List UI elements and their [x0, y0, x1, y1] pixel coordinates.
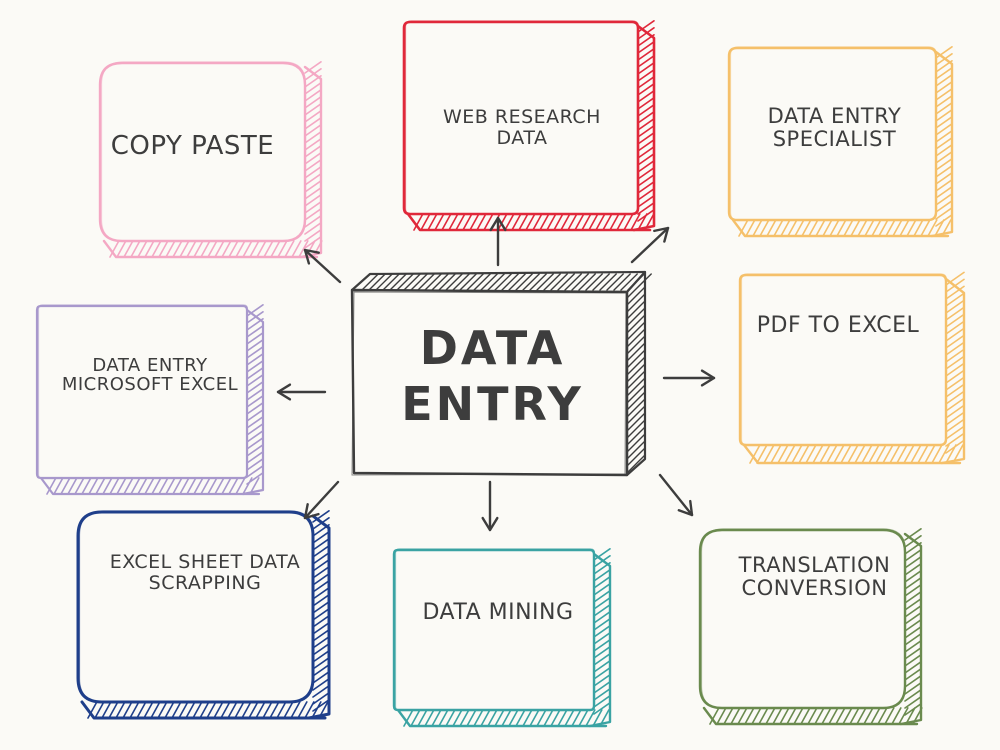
web-research-label-line-1: WEB RESEARCH: [443, 106, 601, 128]
pdf-to-excel-label-line-1: PDF TO EXCEL: [756, 313, 920, 338]
center-label: DATA ENTRY: [380, 320, 605, 432]
web-research-box: [402, 20, 656, 232]
arrow-to-web-research: [489, 216, 507, 267]
web-research-label-line-2: DATA: [496, 126, 548, 149]
copy-paste-label: COPY PASTE: [95, 132, 290, 160]
data-mining-label: DATA MINING: [398, 601, 598, 625]
data-entry-excel-label-line-1: DATA ENTRY: [92, 355, 208, 376]
translation-label-line-1: TRANSLATION: [738, 553, 891, 577]
data-entry-excel-box: [35, 304, 265, 496]
copy-paste-box: [98, 61, 323, 259]
web-research-label: WEB RESEARCH DATA: [408, 107, 636, 148]
excel-scrapping-label-line-1: EXCEL SHEET DATA: [109, 551, 301, 573]
data-mining-label-line-1: DATA MINING: [422, 600, 574, 625]
center-label-line-1: DATA: [419, 321, 566, 375]
data-mining-box: [392, 548, 612, 728]
pdf-to-excel-label: PDF TO EXCEL: [738, 314, 938, 338]
data-entry-specialist-label: DATA ENTRY SPECIALIST: [732, 105, 937, 150]
data-entry-specialist-label-line-2: SPECIALIST: [772, 126, 897, 151]
arrow-to-data-entry-excel: [276, 383, 327, 401]
data-entry-excel-label-line-2: MICROSOFT EXCEL: [61, 374, 239, 396]
translation-label: TRANSLATION CONVERSION: [712, 554, 917, 599]
excel-scrapping-label-line-2: SCRAPPING: [148, 571, 262, 594]
center-box: [350, 270, 652, 477]
excel-scrapping-box: [76, 510, 331, 720]
arrow-to-data-mining: [481, 480, 499, 532]
translation-box: [698, 528, 923, 726]
arrow-to-copy-paste: [303, 248, 342, 284]
arrow-to-pdf-to-excel: [662, 369, 716, 387]
center-label-line-2: ENTRY: [401, 377, 584, 432]
arrow-to-data-entry-specialist: [630, 226, 670, 264]
translation-label-line-2: CONVERSION: [741, 575, 888, 600]
arrow-to-excel-scrapping: [303, 480, 340, 520]
excel-scrapping-label: EXCEL SHEET DATA SCRAPPING: [80, 552, 330, 593]
data-entry-specialist-label-line-1: DATA ENTRY: [767, 104, 902, 128]
pdf-to-excel-box: [738, 271, 966, 465]
copy-paste-label-line-1: COPY PASTE: [110, 131, 275, 161]
data-entry-specialist-box: [727, 46, 954, 238]
data-entry-excel-label: DATA ENTRY MICROSOFT EXCEL: [40, 356, 260, 395]
arrow-to-translation: [658, 473, 694, 517]
